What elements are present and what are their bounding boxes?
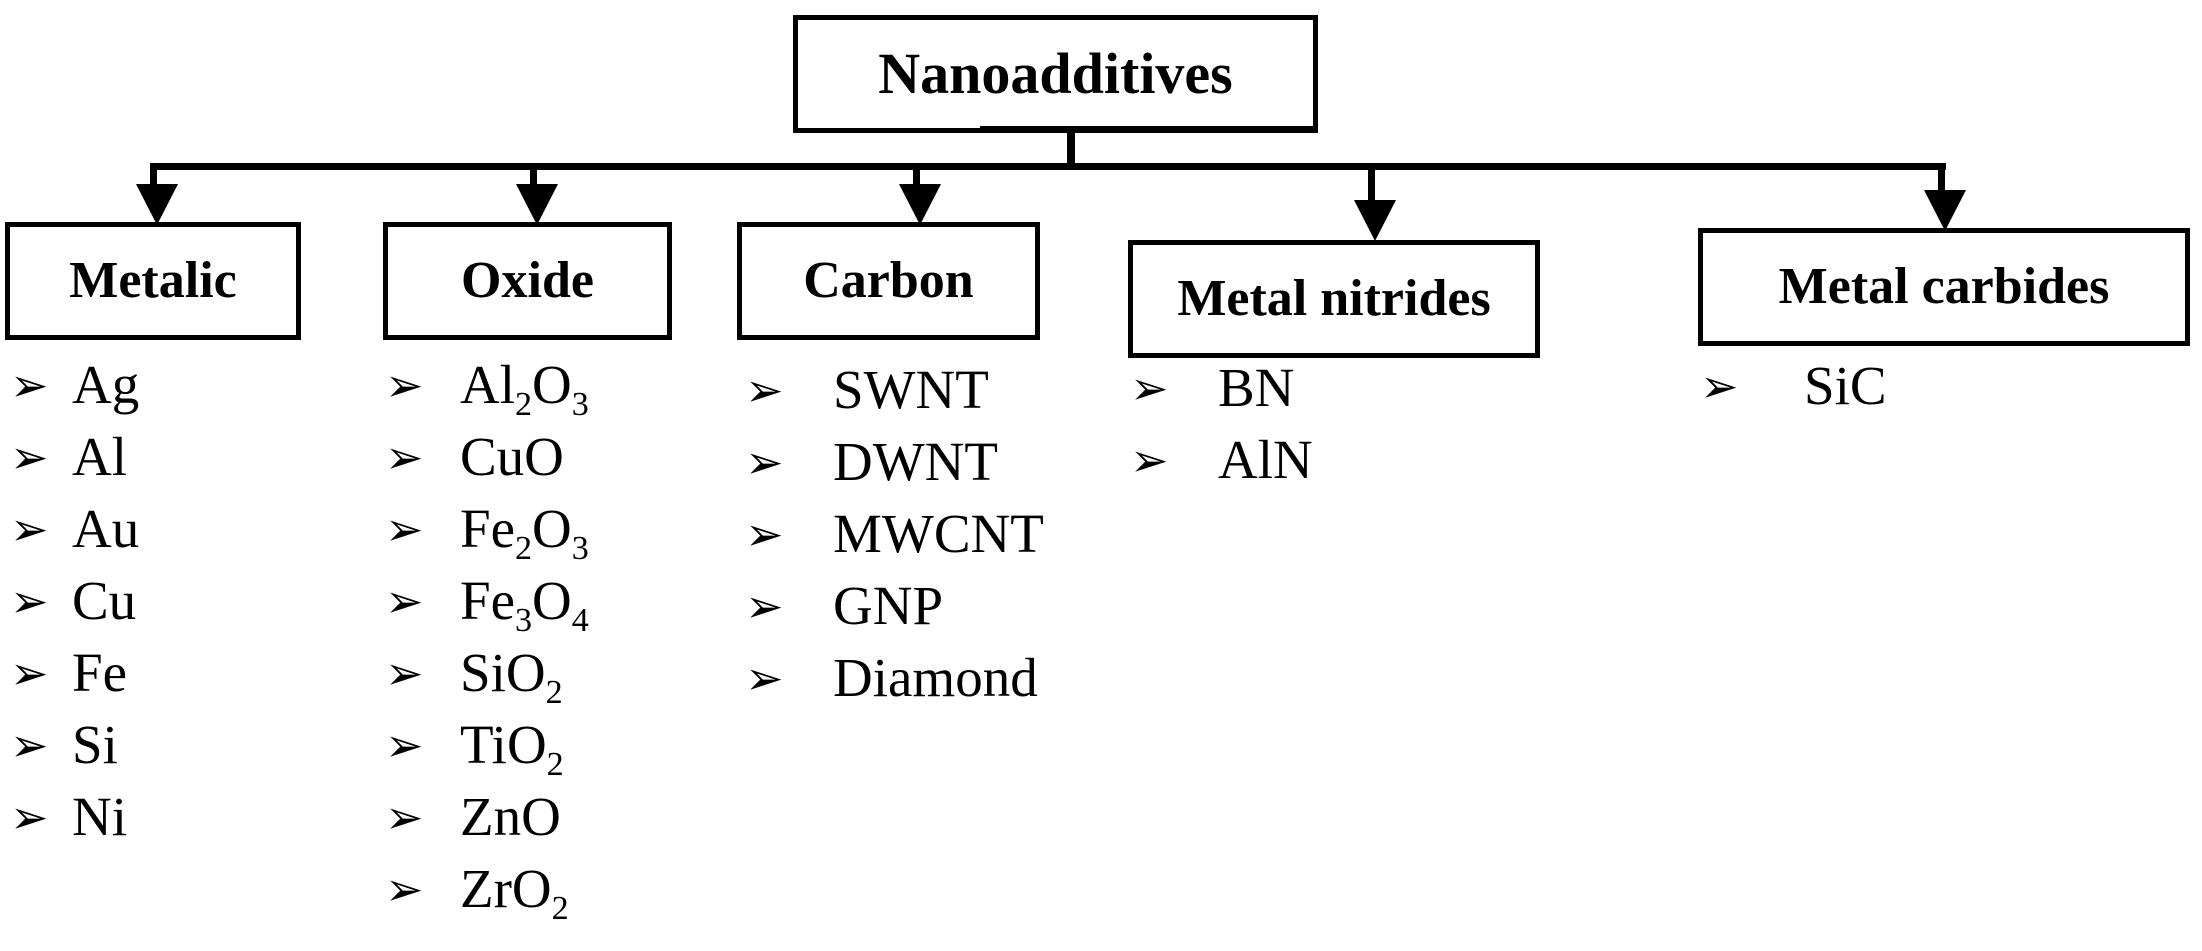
list-item-label: Ag xyxy=(72,354,140,415)
root-stem-vertical-connector xyxy=(1067,130,1075,169)
node-oxide[interactable]: Oxide xyxy=(383,222,672,340)
arrowhead-bullet-icon: ➢ xyxy=(385,430,424,484)
node-nanoadditives-label: Nanoadditives xyxy=(878,41,1233,106)
list-item-label: Diamond xyxy=(833,647,1038,708)
list-item: ➢ Ag xyxy=(10,357,139,429)
list-item-label: BN xyxy=(1218,357,1295,418)
arrowhead-bullet-icon: ➢ xyxy=(10,358,49,412)
list-item-label: ZrO2 xyxy=(460,858,569,927)
arrowhead-bullet-icon: ➢ xyxy=(10,646,49,700)
list-item: ➢ Diamond xyxy=(745,650,1044,722)
list-item-label: SWNT xyxy=(833,359,989,420)
list-item: ➢ DWNT xyxy=(745,434,1044,506)
arrowhead-bullet-icon: ➢ xyxy=(10,574,49,628)
list-item: ➢ Al2O3 xyxy=(385,357,589,429)
list-metal-carbides: ➢ SiC xyxy=(1700,358,1887,430)
list-item: ➢ BN xyxy=(1130,360,1313,432)
arrow-down-icon-carbon xyxy=(899,184,941,225)
arrowhead-bullet-icon: ➢ xyxy=(1130,433,1169,487)
list-item-label: GNP xyxy=(833,575,944,636)
arrowhead-bullet-icon: ➢ xyxy=(10,430,49,484)
arrowhead-bullet-icon: ➢ xyxy=(385,502,424,556)
arrowhead-bullet-icon: ➢ xyxy=(10,790,49,844)
list-item: ➢ MWCNT xyxy=(745,506,1044,578)
arrowhead-bullet-icon: ➢ xyxy=(745,651,784,705)
arrowhead-bullet-icon: ➢ xyxy=(745,435,784,489)
list-item: ➢ Cu xyxy=(10,573,139,645)
arrowhead-bullet-icon: ➢ xyxy=(385,718,424,772)
list-item: ➢ Fe3O4 xyxy=(385,573,589,645)
list-item-label: Al2O3 xyxy=(460,354,589,423)
arrowhead-bullet-icon: ➢ xyxy=(385,646,424,700)
list-item: ➢ Fe2O3 xyxy=(385,501,589,573)
connector-drop-metal-carbides xyxy=(1938,166,1945,212)
distribution-bus-connector xyxy=(150,163,1946,170)
list-item-label: Si xyxy=(72,714,118,775)
list-carbon: ➢ SWNT ➢ DWNT ➢ MWCNT ➢ GNP ➢ Diamond xyxy=(745,362,1044,722)
list-item: ➢ SiO2 xyxy=(385,645,589,717)
arrow-down-icon-metalic xyxy=(136,184,178,225)
arrowhead-bullet-icon: ➢ xyxy=(10,502,49,556)
arrowhead-bullet-icon: ➢ xyxy=(385,574,424,628)
list-item-label: MWCNT xyxy=(833,503,1044,564)
list-item-label: ZnO xyxy=(460,786,561,847)
list-item: ➢ Au xyxy=(10,501,139,573)
arrowhead-bullet-icon: ➢ xyxy=(1700,359,1739,413)
list-item: ➢ CuO xyxy=(385,429,589,501)
arrowhead-bullet-icon: ➢ xyxy=(385,790,424,844)
list-metalic: ➢ Ag ➢ Al ➢ Au ➢ Cu ➢ Fe ➢ Si ➢ Ni xyxy=(10,357,139,861)
list-item: ➢ SiC xyxy=(1700,358,1887,430)
list-item-label: Ni xyxy=(72,786,127,847)
list-item-label: Al xyxy=(72,426,127,487)
arrowhead-bullet-icon: ➢ xyxy=(745,363,784,417)
list-item-label: Fe2O3 xyxy=(460,498,589,567)
node-oxide-label: Oxide xyxy=(461,252,594,309)
arrowhead-bullet-icon: ➢ xyxy=(1130,361,1169,415)
list-item: ➢ ZnO xyxy=(385,789,589,861)
node-metalic[interactable]: Metalic xyxy=(5,222,301,340)
list-item-label: Cu xyxy=(72,570,137,631)
arrow-down-icon-oxide xyxy=(516,184,558,225)
node-metal-nitrides-label: Metal nitrides xyxy=(1177,270,1491,327)
list-item-label: DWNT xyxy=(833,431,998,492)
list-item: ➢ Fe xyxy=(10,645,139,717)
node-carbon[interactable]: Carbon xyxy=(737,222,1040,340)
list-oxide: ➢ Al2O3 ➢ CuO ➢ Fe2O3 ➢ Fe3O4 ➢ SiO2 ➢ TiO2 ➢ ZnO ➢ ZrO… xyxy=(385,357,589,933)
root-stem-horizontal-connector xyxy=(980,126,1318,133)
node-metalic-label: Metalic xyxy=(69,252,237,309)
list-item-label: Fe xyxy=(72,642,127,703)
list-item-label: CuO xyxy=(460,426,564,487)
node-metal-carbides-label: Metal carbides xyxy=(1778,258,2110,315)
arrowhead-bullet-icon: ➢ xyxy=(745,579,784,633)
list-item: ➢ ZrO2 xyxy=(385,861,589,933)
arrow-down-icon-metal-carbides xyxy=(1924,190,1966,231)
arrowhead-bullet-icon: ➢ xyxy=(385,862,424,916)
arrowhead-bullet-icon: ➢ xyxy=(385,358,424,412)
list-item: ➢ Si xyxy=(10,717,139,789)
arrowhead-bullet-icon: ➢ xyxy=(10,718,49,772)
list-item-label: SiC xyxy=(1804,355,1887,416)
list-item: ➢ Al xyxy=(10,429,139,501)
list-item: ➢ TiO2 xyxy=(385,717,589,789)
node-metal-carbides[interactable]: Metal carbides xyxy=(1698,228,2190,346)
list-item: ➢ SWNT xyxy=(745,362,1044,434)
arrowhead-bullet-icon: ➢ xyxy=(745,507,784,561)
list-item-label: Au xyxy=(72,498,140,559)
node-metal-nitrides[interactable]: Metal nitrides xyxy=(1128,240,1540,358)
connector-drop-metal-nitrides xyxy=(1368,166,1375,218)
node-nanoadditives[interactable]: Nanoadditives xyxy=(793,15,1318,133)
list-item-label: Fe3O4 xyxy=(460,570,589,639)
list-item: ➢ Ni xyxy=(10,789,139,861)
list-item-label: TiO2 xyxy=(460,714,564,783)
arrow-down-icon-metal-nitrides xyxy=(1354,200,1396,241)
list-item: ➢ AlN xyxy=(1130,432,1313,504)
list-metal-nitrides: ➢ BN ➢ AlN xyxy=(1130,360,1313,504)
node-carbon-label: Carbon xyxy=(803,252,974,309)
list-item: ➢ GNP xyxy=(745,578,1044,650)
list-item-label: AlN xyxy=(1218,429,1313,490)
list-item-label: SiO2 xyxy=(460,642,563,711)
